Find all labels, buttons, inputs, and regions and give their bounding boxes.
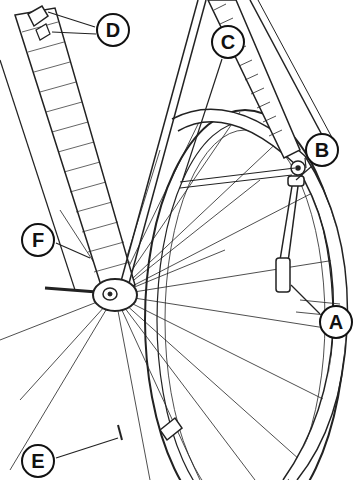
callout-circle: E [21,444,55,478]
callout-letter: B [315,140,329,160]
callout-letter: D [106,20,120,40]
callout-letter: A [329,312,343,332]
fork-blade [15,8,135,298]
valve [160,418,182,440]
callout-circle: D [96,13,130,47]
spokes [0,112,338,480]
callout-circle: F [21,223,55,257]
brake-caliper [276,161,305,292]
callout-letter: C [221,32,235,52]
hub [93,279,137,311]
brake-rod [120,0,198,285]
leader-lines [48,12,320,458]
callout-letter: F [32,230,44,250]
fork-blade [208,0,300,158]
callout-circle: C [211,25,245,59]
callout-circle: A [319,305,353,339]
callout-letter: E [31,451,44,471]
callout-circle: B [305,133,339,167]
rim [145,110,345,480]
